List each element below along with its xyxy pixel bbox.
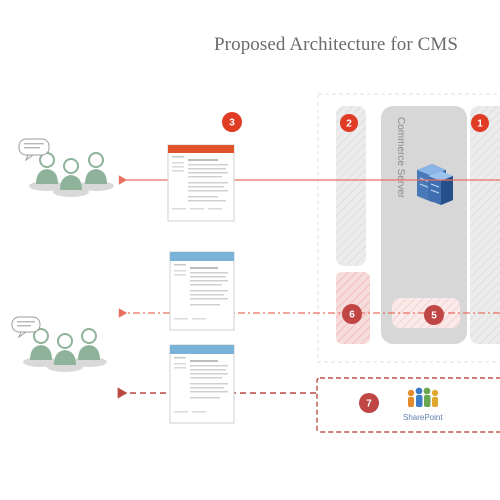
document-page-icon: [167, 144, 235, 222]
user-group-icon: [23, 328, 107, 372]
svg-text:7: 7: [366, 399, 372, 410]
user-group-icon: [29, 152, 114, 197]
sharepoint-people-icon: [407, 387, 439, 407]
commerce-server-label: Commerce Server: [395, 117, 406, 199]
sharepoint-label: SharePoint: [403, 413, 443, 422]
commerce-server-panel: [381, 106, 467, 344]
step-badge-3: 3: [222, 112, 242, 132]
svg-text:3: 3: [229, 118, 235, 129]
diagram-title: Proposed Architecture for CMS: [214, 34, 459, 55]
panel-2-hatched: [336, 106, 366, 266]
svg-text:6: 6: [349, 310, 355, 321]
step-badge-1: 1: [471, 114, 489, 132]
sharepoint-zone-boundary: [316, 377, 500, 433]
svg-text:2: 2: [346, 119, 352, 130]
svg-text:5: 5: [431, 311, 437, 322]
step-badge-5: 5: [424, 305, 444, 325]
speech-bubble-icon: [18, 138, 50, 162]
document-page-icon: [169, 344, 235, 424]
svg-text:1: 1: [477, 119, 483, 130]
step-badge-7: 7: [359, 393, 379, 413]
panel-1-hatched: [470, 106, 500, 344]
speech-bubble-icon: [11, 316, 41, 339]
document-page-icon: [169, 251, 235, 331]
server-zone-boundary: [317, 93, 500, 363]
step-badge-2: 2: [340, 114, 358, 132]
step-badge-6: 6: [342, 304, 362, 324]
